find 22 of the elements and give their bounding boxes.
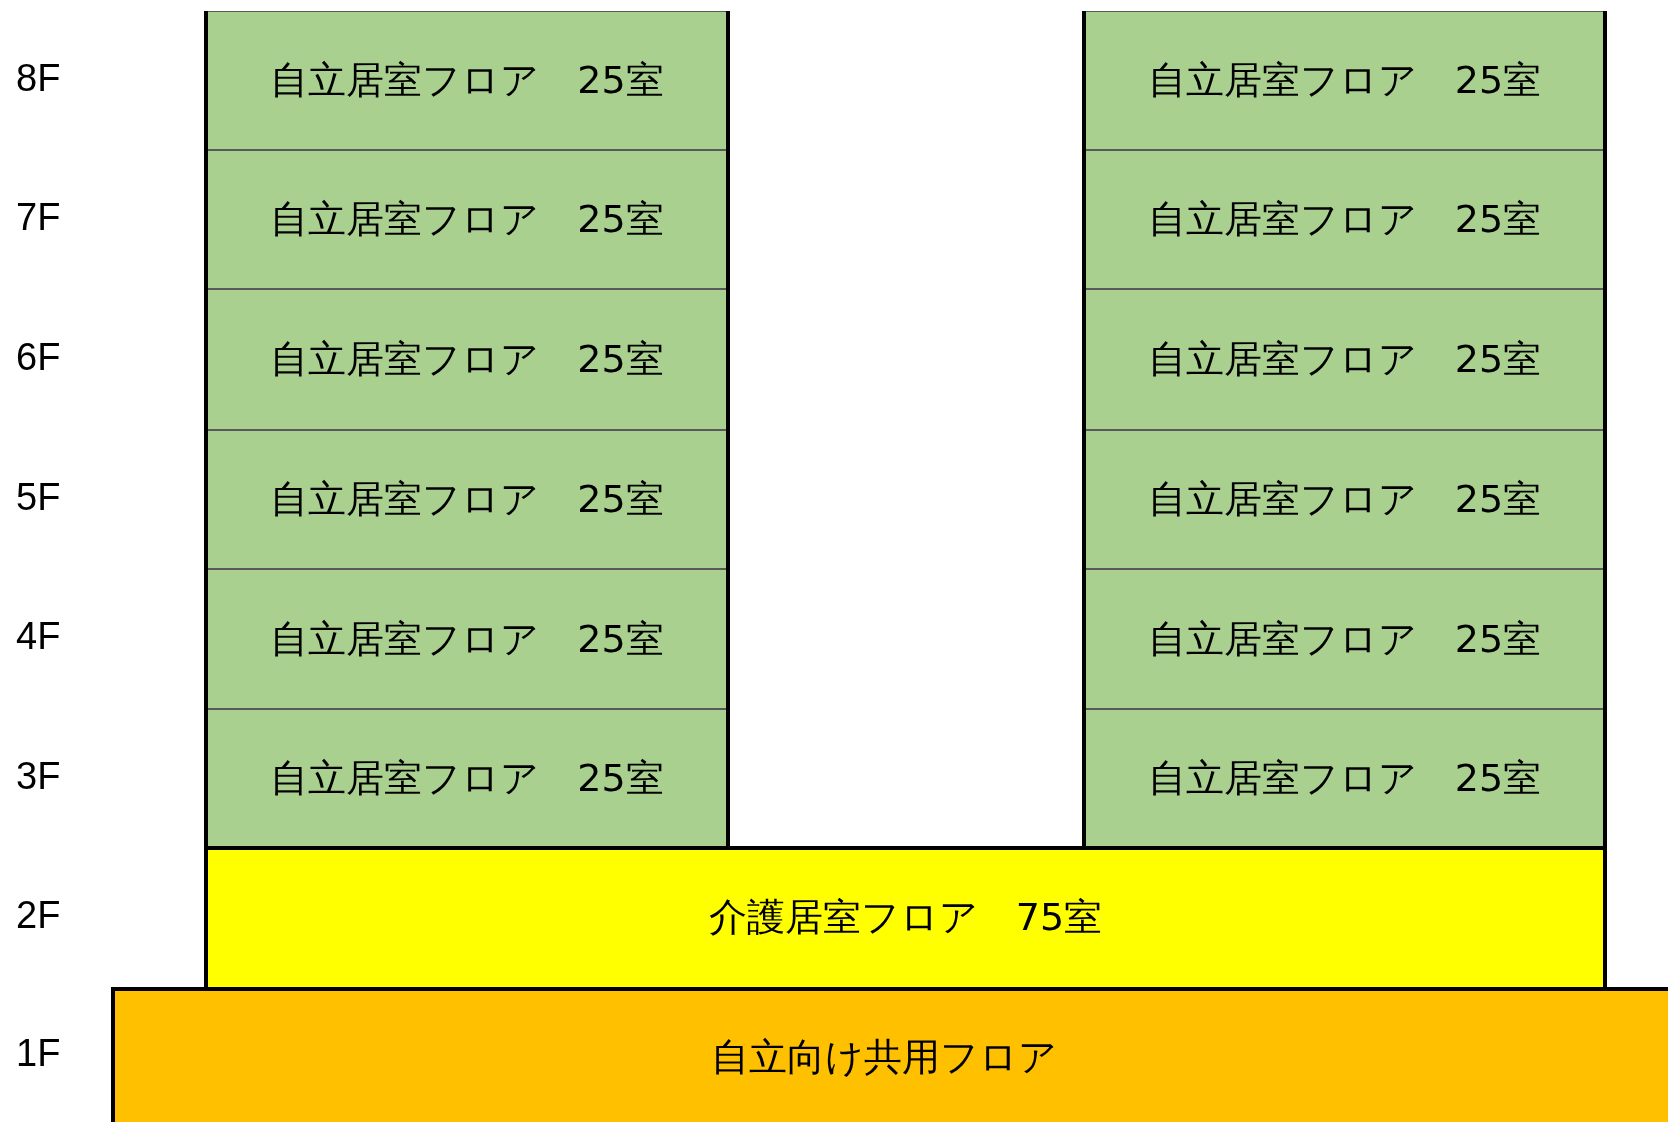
floor-label: 自立居室フロア 25室 [1147, 336, 1542, 383]
floor-label: 介護居室フロア 75室 [708, 894, 1103, 941]
floor-label: 自立居室フロア 25室 [270, 57, 664, 104]
floor-number: 5F [16, 475, 61, 519]
floor-label: 自立居室フロア 25室 [1147, 196, 1542, 243]
floor-label: 自立居室フロア 25室 [1147, 755, 1542, 802]
floor-label: 自立居室フロア 25室 [270, 336, 664, 383]
floor-label: 自立居室フロア 25室 [270, 476, 664, 523]
floor-number: 4F [16, 615, 61, 658]
floor-number: 2F [16, 893, 61, 937]
floor-label: 自立向け共用フロア [711, 1033, 1057, 1081]
floor-label: 自立居室フロア 25室 [270, 615, 664, 663]
floor-label: 自立居室フロア 25室 [1147, 57, 1542, 104]
floor-label: 自立居室フロア 25室 [270, 755, 664, 802]
floor-number: 1F [16, 1031, 61, 1075]
floor-number: 6F [16, 335, 61, 379]
floor-label: 自立居室フロア 25室 [270, 196, 664, 243]
floor-label: 自立居室フロア 25室 [1147, 476, 1542, 523]
floor-number: 7F [16, 195, 61, 239]
floor-label: 自立居室フロア 25室 [1147, 615, 1542, 663]
floor-number: 3F [16, 754, 61, 798]
floor-number: 8F [16, 56, 61, 100]
